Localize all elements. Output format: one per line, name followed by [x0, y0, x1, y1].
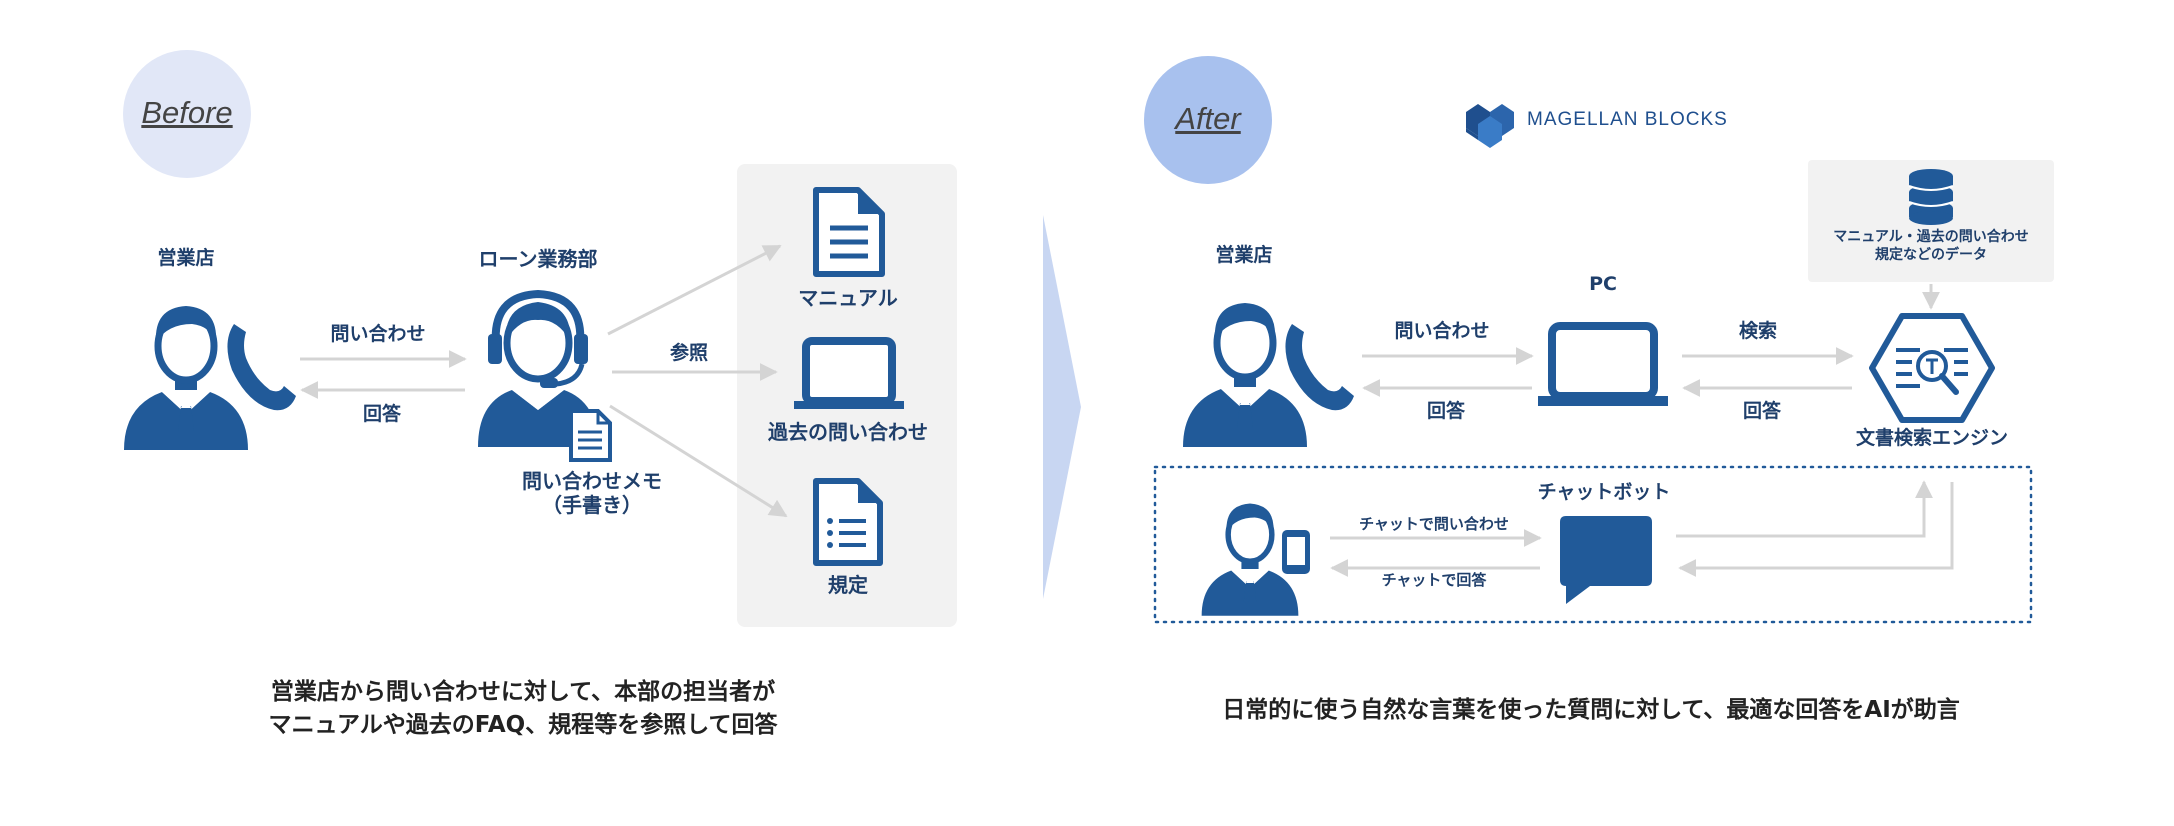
before-answer-label: 回答 [362, 403, 402, 425]
search-engine-hexagon-icon [1869, 313, 1995, 423]
operator-headset-icon [478, 289, 598, 447]
data-source-label-line1: マニュアル・過去の問い合わせ [1833, 229, 2029, 245]
after-answer-right-label: 回答 [1742, 400, 1782, 422]
engine-label: 文書検索エンジン [1855, 427, 2009, 449]
after-sales-branch-icon [1183, 303, 1354, 447]
magellan-blocks-wordmark: MAGELLAN BLOCKS [1527, 109, 1728, 130]
chatbot-label: チャットボット [1537, 481, 1671, 503]
before-caption: 営業店から問い合わせに対して、本部の担当者が マニュアルや過去のFAQ、規程等を… [268, 676, 777, 743]
laptop-icon [794, 337, 904, 409]
chat-bubble-icon [1560, 516, 1652, 604]
before-sales-branch-icon [124, 306, 296, 450]
engine-to-chatbot-arrow [1678, 482, 1954, 577]
manual-label: マニュアル [798, 286, 898, 310]
memo-icon [569, 409, 612, 462]
after-badge-label: After [1175, 101, 1241, 136]
chatbot-to-engine-arrow [1676, 480, 1933, 538]
database-icon [1908, 169, 1954, 225]
before-inquiry-label: 問い合わせ [330, 323, 426, 345]
after-caption: 日常的に使う自然な言葉を使った質問に対して、最適な回答をAIが助言 [1222, 697, 1960, 723]
reference-label: 参照 [669, 342, 709, 364]
past-inquiries-label: 過去の問い合わせ [768, 420, 928, 444]
loan-dept-label: ローン業務部 [478, 247, 598, 271]
after-answer-left-label: 回答 [1426, 400, 1466, 422]
before-badge-label: Before [141, 95, 233, 130]
before-caption-line2: マニュアルや過去のFAQ、規程等を参照して回答 [268, 712, 778, 739]
manual-document-icon [813, 187, 885, 277]
pc-laptop-icon [1538, 322, 1668, 406]
after-inquiry-label: 問い合わせ [1394, 320, 1490, 342]
data-source-label-line2: 規定などのデータ [1875, 247, 1987, 263]
memo-label-line1: 問い合わせメモ [522, 469, 662, 493]
chat-inquiry-label: チャットで問い合わせ [1359, 515, 1509, 533]
rules-label: 規定 [828, 573, 868, 597]
chatbot-user-icon [1202, 503, 1310, 615]
search-label: 検索 [1738, 320, 1778, 342]
before-sales-branch-label: 営業店 [157, 247, 215, 269]
chatbot-dotted-frame [1153, 465, 2033, 624]
before-badge [123, 50, 251, 178]
divider-chevron [1043, 215, 1081, 599]
after-badge [1144, 56, 1272, 184]
pc-label: PC [1589, 273, 1617, 295]
before-caption-line1: 営業店から問い合わせに対して、本部の担当者が [270, 679, 776, 705]
after-sales-branch-label: 営業店 [1215, 244, 1273, 266]
magellan-blocks-logo [1466, 104, 1514, 148]
reference-arrow-manual [607, 244, 782, 336]
chat-answer-label: チャットで回答 [1381, 571, 1487, 589]
list-document-icon [813, 478, 883, 566]
reference-arrow-rules [609, 404, 788, 518]
memo-label-line2: （手書き） [542, 493, 642, 517]
